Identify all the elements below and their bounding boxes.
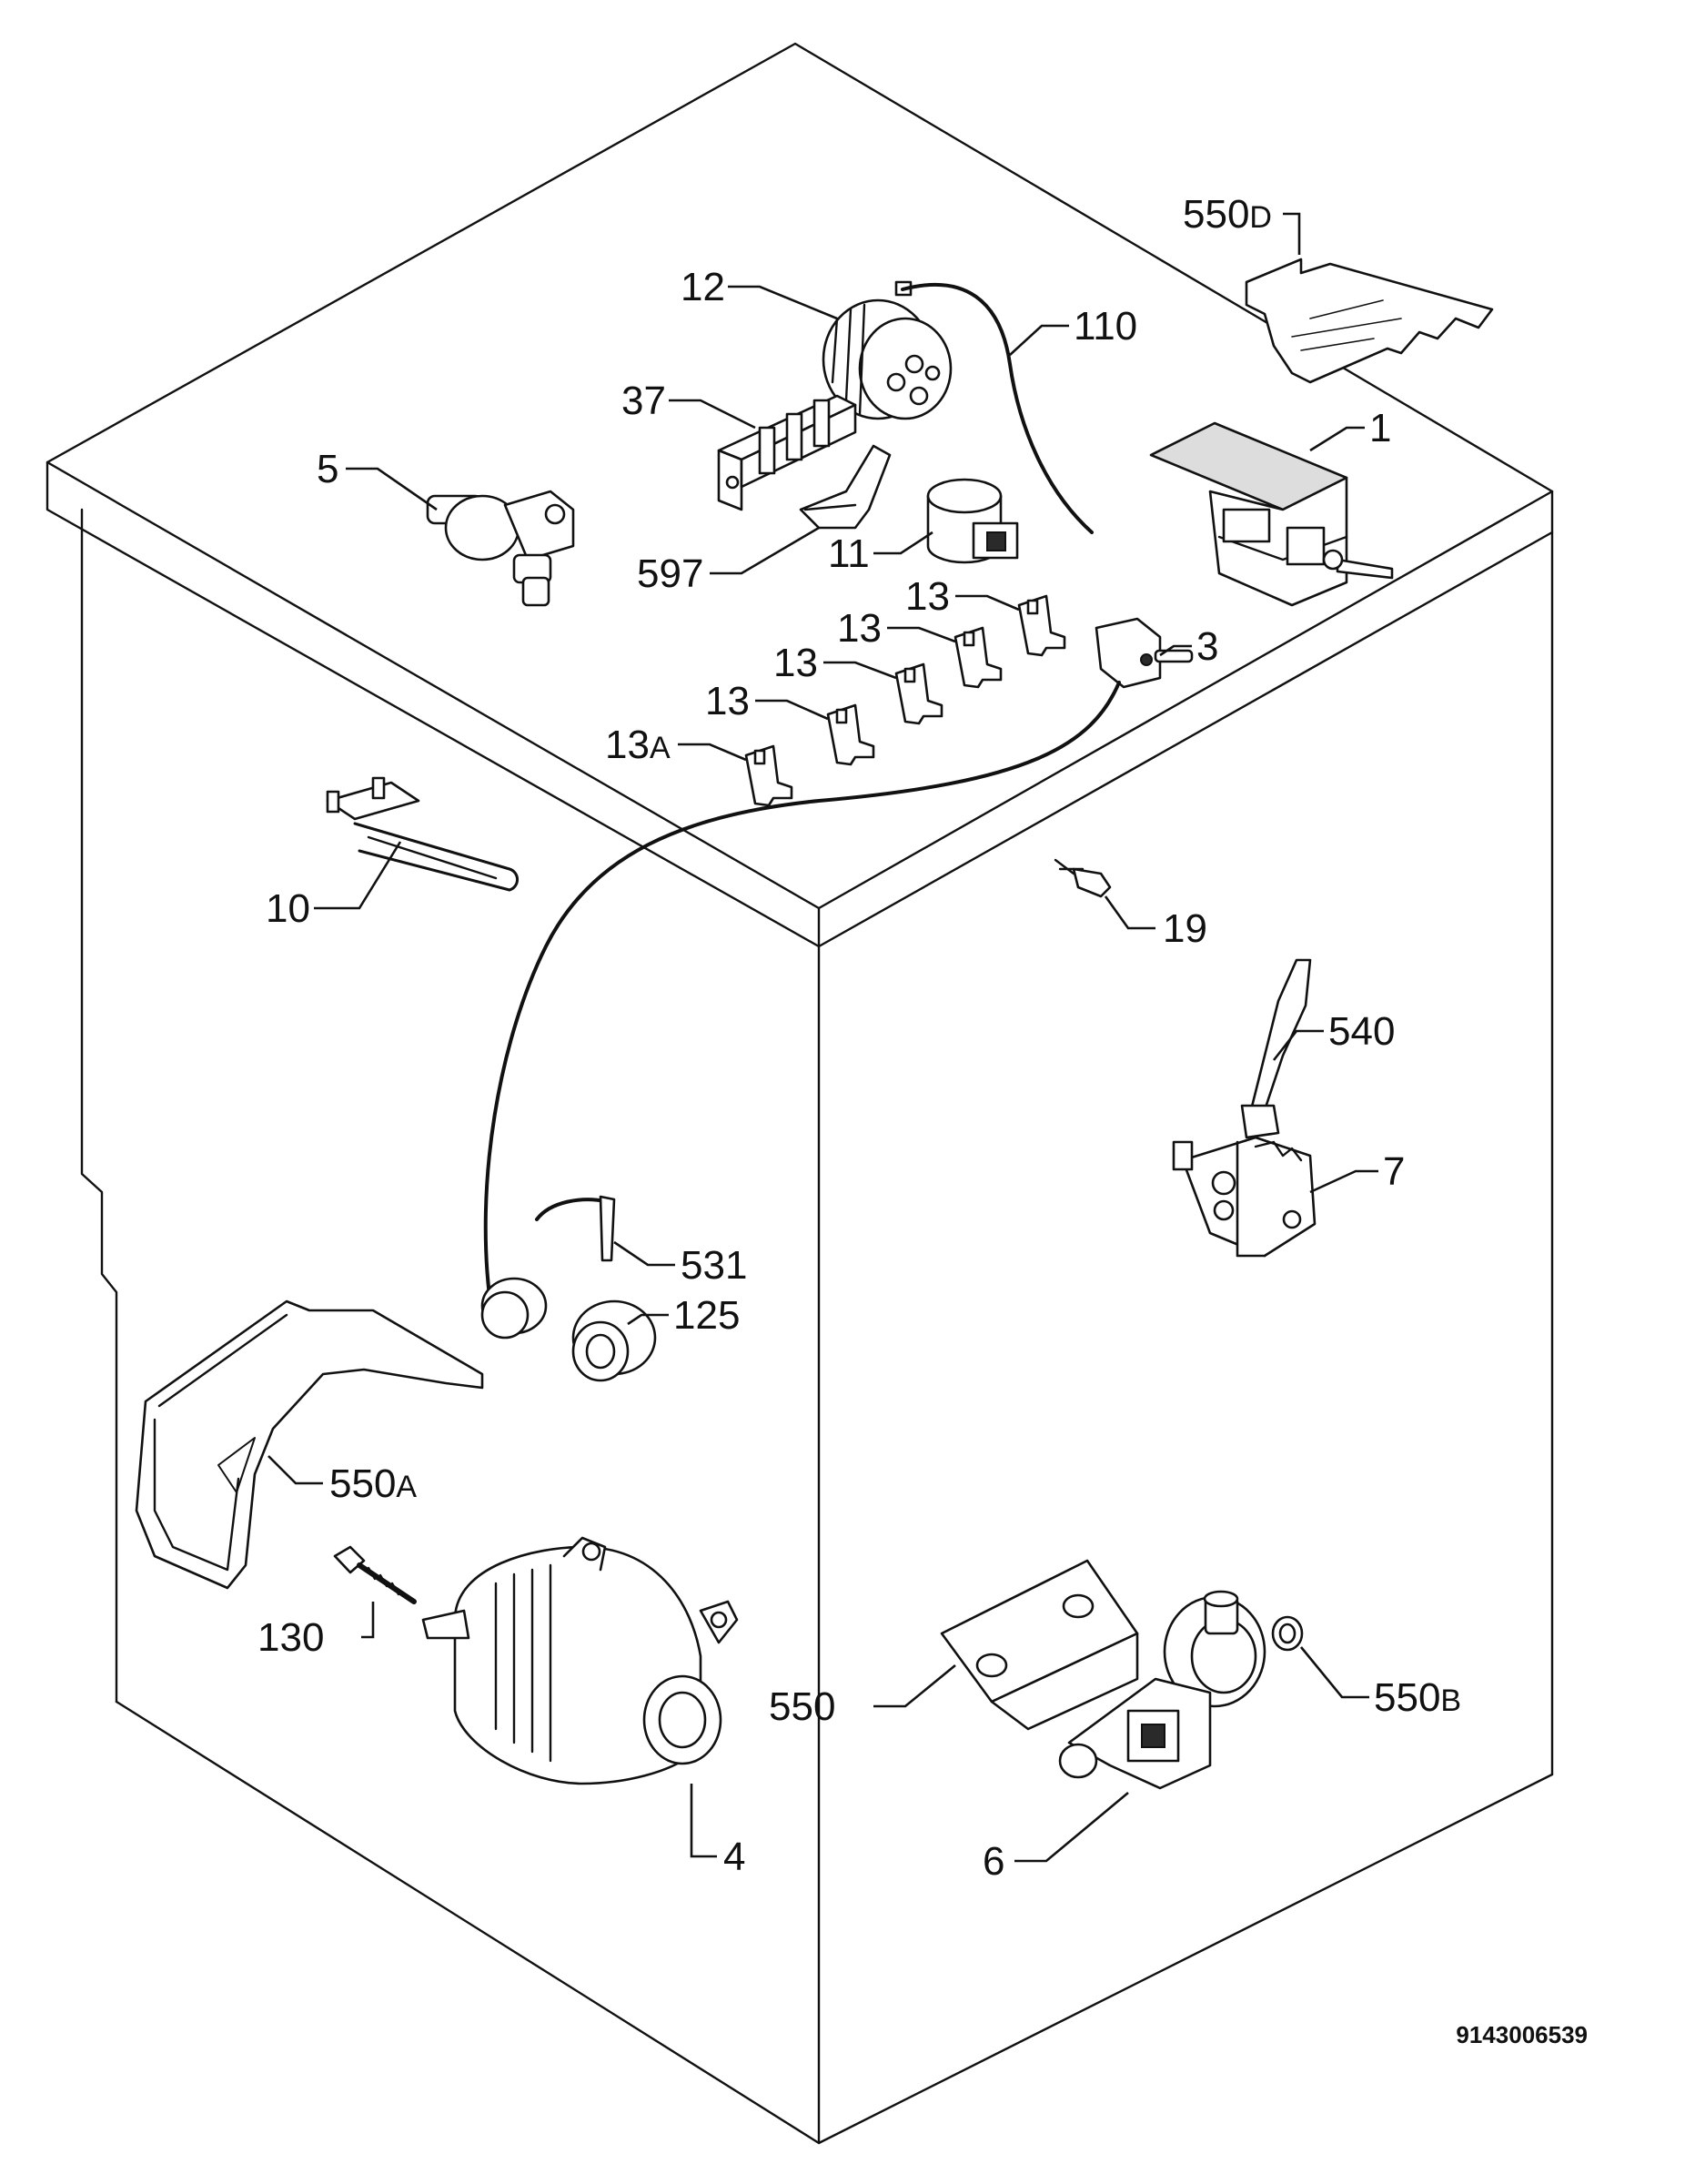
callout-13-3: 13 [773, 641, 818, 685]
callout-13a: 13A [605, 723, 671, 767]
shield-550b [135, 1299, 484, 1590]
callout-6: 6 [983, 1839, 1004, 1884]
callout-597: 597 [637, 551, 703, 596]
callout-11: 11 [828, 531, 870, 576]
programme-timer-1 [1149, 421, 1394, 607]
connector-13-1 [1017, 594, 1066, 657]
switch-cable [483, 681, 1121, 1312]
callout-13-2: 13 [837, 606, 882, 651]
callout-1: 1 [1369, 406, 1391, 450]
callout-5: 5 [317, 447, 338, 491]
lever-550 [1240, 958, 1312, 1139]
capacitor-11 [926, 478, 1019, 564]
callout-13-4: 13 [705, 679, 750, 723]
callout-10: 10 [266, 886, 310, 931]
screw-531c [333, 1545, 417, 1604]
connector-13-3 [894, 662, 943, 725]
callout-37: 37 [621, 379, 666, 423]
catalog-number: 9143006539 [1456, 2021, 1588, 2048]
callout-130: 125 [673, 1293, 740, 1338]
motor-4 [421, 1536, 739, 1785]
callout-531c: 130 [257, 1615, 324, 1660]
callout-4: 4 [723, 1835, 745, 1879]
cable-grommet [480, 1277, 548, 1340]
insulation-sheet-550d [1245, 258, 1494, 384]
bracket-597 [799, 444, 892, 530]
callout-110: 110 [1074, 304, 1137, 349]
leader-lines [267, 212, 1378, 1863]
grommet-130 [571, 1299, 657, 1382]
sensor-19 [1054, 858, 1112, 898]
clip-540 [535, 1195, 616, 1262]
callout-550d: 550D [1183, 192, 1272, 237]
seal-125b [1271, 1615, 1304, 1652]
connector-13-4 [826, 703, 875, 766]
pressure-hose-110 [901, 282, 1094, 534]
terminal-block-37 [717, 394, 857, 511]
callout-19: 19 [1163, 906, 1207, 951]
inlet-valve-5 [426, 490, 575, 607]
heating-element-10 [326, 776, 519, 892]
switch-3 [1095, 617, 1194, 689]
callout-13-1: 13 [905, 574, 950, 619]
callout-550b: 550A [329, 1461, 417, 1506]
callout-540: 531 [681, 1243, 747, 1288]
callout-125b: 550B [1374, 1675, 1461, 1720]
callout-550: 540 [1328, 1009, 1395, 1054]
callout-12: 12 [681, 265, 725, 309]
pressure-switch-12 [822, 280, 953, 420]
connector-13a [744, 744, 793, 807]
cabinet-outline [45, 42, 1554, 2145]
door-lock-7 [1172, 1136, 1317, 1258]
callout-550a: 550 [769, 1684, 835, 1729]
callout-7: 7 [1383, 1149, 1405, 1194]
connector-13-2 [953, 626, 1003, 689]
callout-labels: 550D 12 110 37 5 1 597 11 13 13 13 [257, 192, 1461, 1884]
drain-pump-6 [1058, 1590, 1266, 1790]
callout-3: 3 [1196, 624, 1218, 669]
cover-550a [940, 1559, 1139, 1731]
